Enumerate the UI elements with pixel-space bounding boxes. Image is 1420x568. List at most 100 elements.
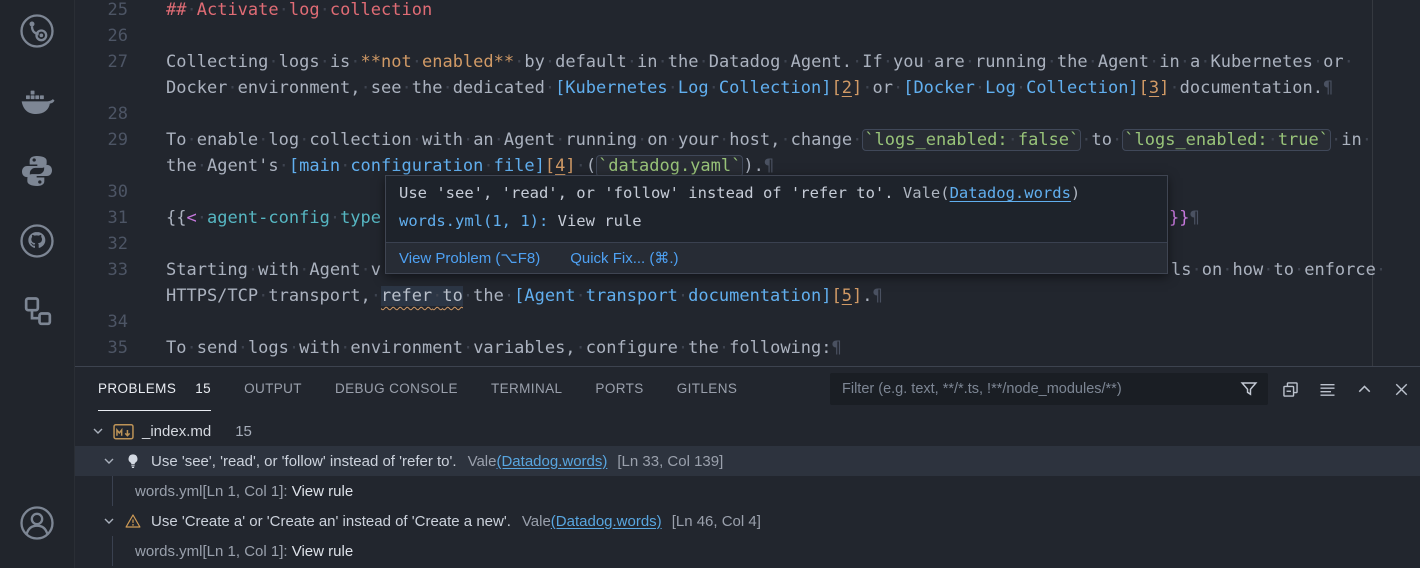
docker-icon[interactable]	[14, 78, 60, 124]
tooltip-source-prefix: Vale(	[903, 184, 950, 202]
code-segment: ls·on·how·to·enforce·	[1171, 260, 1386, 280]
problem-hover-tooltip: Use 'see', 'read', or 'follow' instead o…	[385, 175, 1168, 274]
code-segment: Docker·environment,·see·the·dedicated·	[166, 78, 555, 98]
view-rule-link[interactable]: View rule	[292, 483, 353, 500]
hierarchy-icon[interactable]	[14, 288, 60, 334]
code-line-content: HTTPS/TCP·transport,·refer·to·the·[Agent…	[166, 283, 883, 309]
code-segment: ##·Activate·log·collection	[166, 0, 432, 20]
tab-debug-console[interactable]: DEBUG CONSOLE	[335, 367, 458, 411]
code-segment: ·	[197, 208, 207, 228]
problem-location: [Ln 46, Col 4]	[672, 513, 761, 530]
chevron-up-icon[interactable]	[1352, 377, 1376, 401]
python-icon[interactable]	[14, 148, 60, 194]
flagged-phrase: refer·to	[381, 286, 463, 306]
tooltip-message: Use 'see', 'read', or 'follow' instead o…	[386, 176, 1167, 206]
chevron-down-icon[interactable]	[90, 423, 106, 439]
related-info-row[interactable]: words.yml[Ln 1, Col 1]: View rule	[75, 536, 1420, 566]
code-segment: `logs_enabled:·true`	[1122, 129, 1331, 151]
markdown-link[interactable]: [Agent·transport·documentation]	[514, 286, 831, 306]
problem-row[interactable]: Use 'see', 'read', or 'follow' instead o…	[75, 446, 1420, 476]
code-segment: }}	[1169, 208, 1189, 228]
editor-line[interactable]: 25##·Activate·log·collection	[75, 0, 1420, 23]
code-segment: the·Agent's·	[166, 156, 289, 176]
tab-label: DEBUG CONSOLE	[335, 381, 458, 396]
account-icon[interactable]	[14, 500, 60, 546]
code-line-content: ##·Activate·log·collection	[166, 0, 432, 23]
markdown-link[interactable]: [Docker·Log·Collection]	[903, 78, 1138, 98]
editor-line[interactable]: 27Collecting·logs·is·**not·enabled**·by·…	[75, 49, 1420, 75]
problems-file-row[interactable]: _index.md15	[75, 416, 1420, 446]
tab-problems[interactable]: PROBLEMS15	[98, 367, 211, 411]
related-location: words.yml[Ln 1, Col 1]:	[135, 483, 292, 500]
editor-line[interactable]: 34	[75, 309, 1420, 335]
code-segment: ]	[852, 286, 862, 306]
code-segment: ¶	[1190, 208, 1200, 228]
reference-number[interactable]: 4	[555, 156, 565, 176]
line-number: 26	[75, 23, 128, 49]
file-problem-count: 15	[235, 423, 252, 440]
tab-label: TERMINAL	[491, 381, 562, 396]
problem-rule-link[interactable]: (Datadog.words)	[551, 513, 662, 530]
code-segment: [	[831, 78, 841, 98]
problem-row[interactable]: Use 'Create a' or 'Create an' instead of…	[75, 506, 1420, 536]
tooltip-rule-link[interactable]: Datadog.words	[950, 184, 1071, 202]
code-segment: ]	[565, 156, 575, 176]
editor-line[interactable]: 28	[75, 101, 1420, 127]
markdown-link[interactable]: [main·configuration·file]	[289, 156, 545, 176]
reference-number[interactable]: 5	[842, 286, 852, 306]
tab-terminal[interactable]: TERMINAL	[491, 367, 562, 411]
view-rule-link[interactable]: View rule	[292, 543, 353, 560]
problem-message: Use 'Create a' or 'Create an' instead of…	[151, 513, 511, 530]
close-icon[interactable]	[1389, 377, 1413, 401]
line-number: 27	[75, 49, 128, 75]
code-segment: ]	[1159, 78, 1169, 98]
line-number: 30	[75, 179, 128, 205]
markdown-link[interactable]: [Kubernetes·Log·Collection]	[555, 78, 831, 98]
tooltip-related: words.yml(1, 1): View rule	[386, 206, 1167, 242]
quick-fix-action[interactable]: Quick Fix... (⌘.)	[570, 249, 678, 267]
markdown-file-icon	[113, 423, 134, 440]
lightbulb-icon	[124, 452, 142, 470]
tooltip-view-rule[interactable]: View rule	[548, 212, 641, 230]
tab-label: PORTS	[595, 381, 643, 396]
code-segment: `logs_enabled:·false`	[862, 129, 1081, 151]
reference-number[interactable]: 3	[1149, 78, 1159, 98]
editor-line[interactable]: 26	[75, 23, 1420, 49]
code-segment: ¶	[832, 338, 842, 358]
chevron-down-icon[interactable]	[101, 513, 117, 529]
code-segment: ·the·	[463, 286, 514, 306]
code-segment: [	[831, 286, 841, 306]
filter-input[interactable]	[830, 381, 1238, 397]
line-number: 32	[75, 231, 128, 257]
reference-number[interactable]: 2	[842, 78, 852, 98]
editor-line[interactable]: HTTPS/TCP·transport,·refer·to·the·[Agent…	[75, 283, 1420, 309]
filter-icon[interactable]	[1238, 378, 1260, 400]
code-segment: ).	[743, 156, 763, 176]
chevron-down-icon[interactable]	[101, 453, 117, 469]
git-graph-icon[interactable]	[14, 8, 60, 54]
tab-ports[interactable]: PORTS	[595, 367, 643, 411]
code-segment: **not·enabled**	[361, 52, 515, 72]
bottom-panel: PROBLEMS15 OUTPUT DEBUG CONSOLE TERMINAL POR…	[75, 366, 1420, 568]
github-icon[interactable]	[14, 218, 60, 264]
code-segment: [	[545, 156, 555, 176]
editor-line[interactable]: 35To·send·logs·with·environment·variable…	[75, 335, 1420, 361]
problem-rule-link[interactable]: (Datadog.words)	[496, 453, 607, 470]
code-segment: HTTPS/TCP·transport,·	[166, 286, 381, 306]
code-segment: To·send·logs·with·environment·variables,…	[166, 338, 832, 358]
tab-gitlens[interactable]: GITLENS	[677, 367, 738, 411]
tooltip-file-link[interactable]: words.yml(1, 1):	[399, 212, 548, 230]
collapse-all-icon[interactable]	[1278, 377, 1302, 401]
code-segment: ]	[852, 78, 862, 98]
editor-line[interactable]: Docker·environment,·see·the·dedicated·[K…	[75, 75, 1420, 101]
tab-output[interactable]: OUTPUT	[244, 367, 302, 411]
editor-line[interactable]: 29To·enable·log·collection·with·an·Agent…	[75, 127, 1420, 153]
view-as-list-icon[interactable]	[1315, 377, 1339, 401]
code-segment: ·documentation.	[1169, 78, 1323, 98]
line-number: 34	[75, 309, 128, 335]
code-line-content: To·send·logs·with·environment·variables,…	[166, 335, 842, 361]
related-info-row[interactable]: words.yml[Ln 1, Col 1]: View rule	[75, 476, 1420, 506]
code-segment: ¶	[872, 286, 882, 306]
view-problem-action[interactable]: View Problem (⌥F8)	[399, 249, 540, 267]
